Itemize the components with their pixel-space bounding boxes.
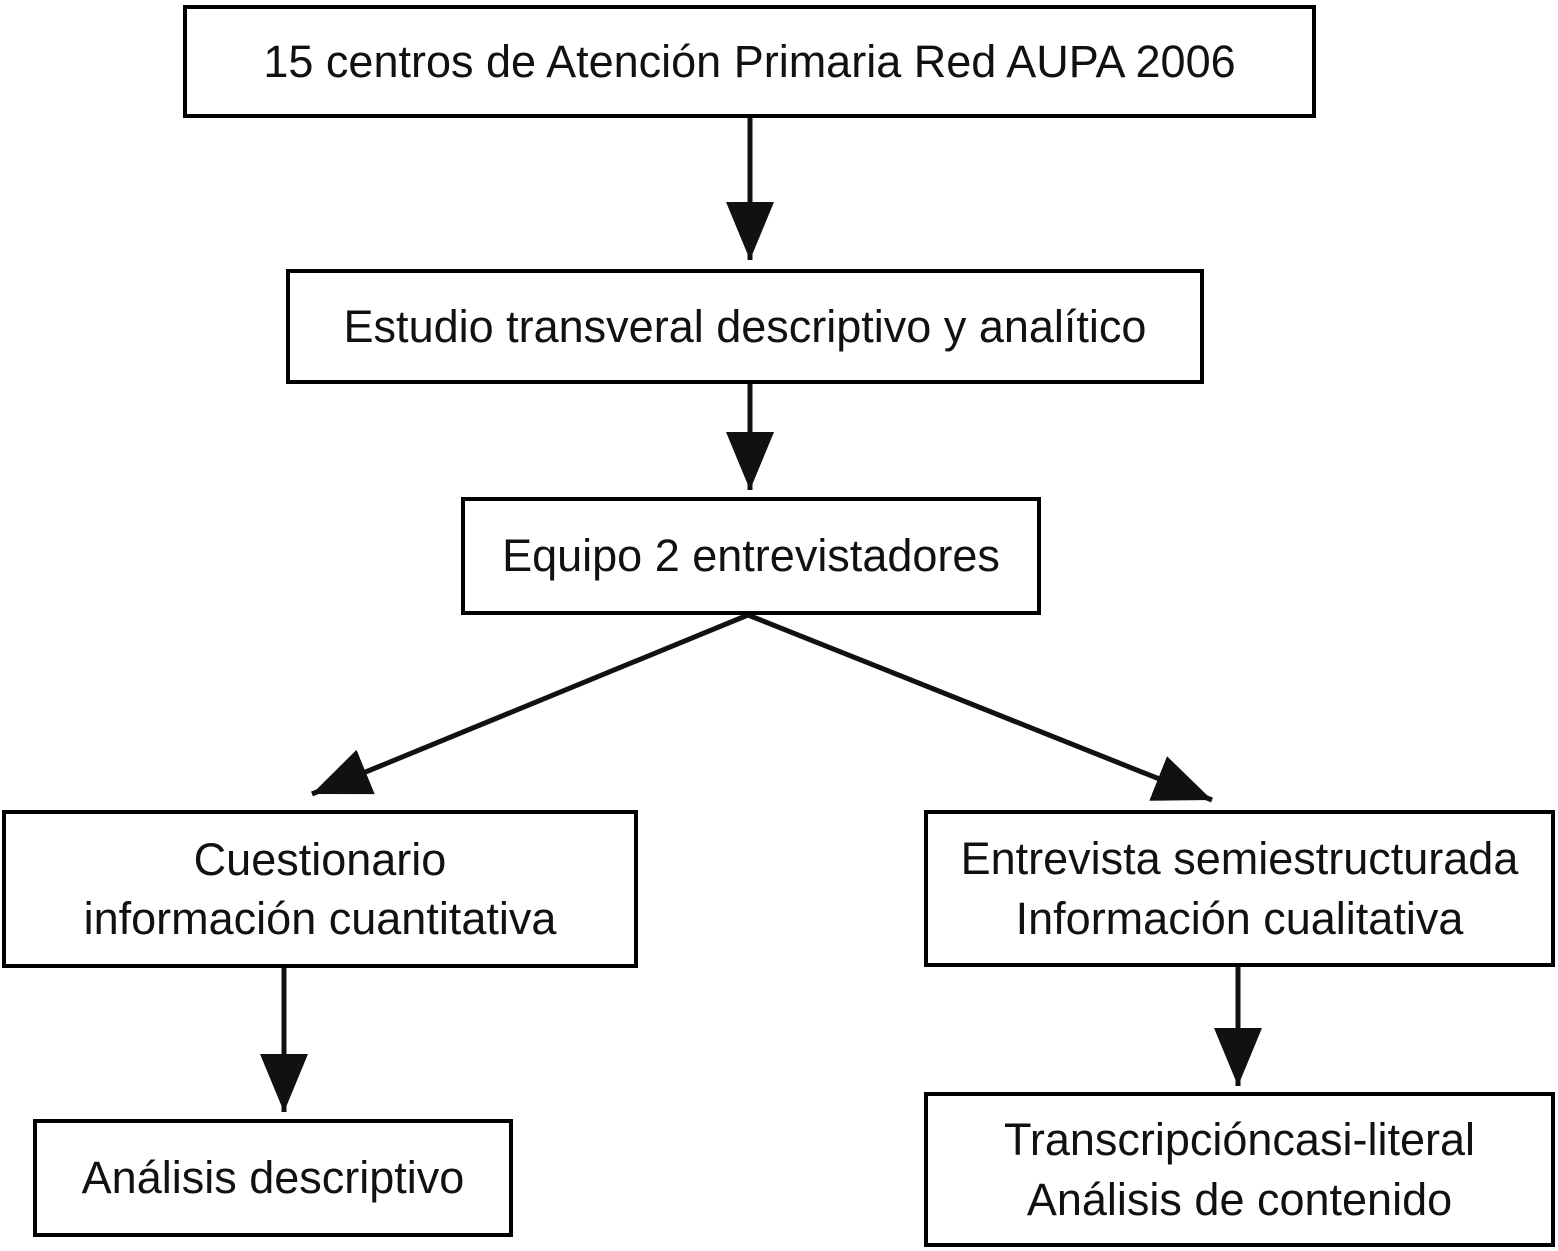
node-cuestionario-label: Cuestionario información cuantitativa bbox=[6, 830, 634, 949]
node-label-line: Estudio transveral descriptivo y analíti… bbox=[343, 300, 1147, 352]
node-label-line: 15 centros de Atención Primaria Red AUPA… bbox=[263, 35, 1236, 87]
node-label-line: Equipo 2 entrevistadores bbox=[502, 530, 1000, 582]
node-estudio-box: Estudio transveral descriptivo y analíti… bbox=[286, 269, 1204, 384]
node-label-line: Análisis descriptivo bbox=[81, 1152, 465, 1204]
node-centros-box: 15 centros de Atención Primaria Red AUPA… bbox=[183, 5, 1316, 118]
node-label-line: Entrevista semiestructurada bbox=[960, 833, 1519, 885]
arrow-equipo-to-cuestionario bbox=[311, 612, 749, 797]
node-analisis-label: Análisis descriptivo bbox=[37, 1148, 509, 1207]
node-estudio-label: Estudio transveral descriptivo y analíti… bbox=[290, 297, 1200, 356]
node-centros-label: 15 centros de Atención Primaria Red AUPA… bbox=[187, 32, 1312, 91]
arrow-equipo-to-entrevista bbox=[747, 612, 1213, 803]
node-label-line: Transcripcióncasi-literal bbox=[1004, 1114, 1475, 1166]
node-equipo-label: Equipo 2 entrevistadores bbox=[465, 526, 1037, 585]
node-label-line: Cuestionario bbox=[193, 833, 447, 885]
node-label-line: información cuantitativa bbox=[83, 893, 557, 944]
node-label-line: Análisis de contenido bbox=[1026, 1173, 1453, 1225]
node-label-line: Información cualitativa bbox=[1015, 892, 1464, 944]
node-cuestionario-box: Cuestionario información cuantitativa bbox=[2, 810, 638, 968]
node-analisis-box: Análisis descriptivo bbox=[33, 1119, 513, 1237]
node-equipo-box: Equipo 2 entrevistadores bbox=[461, 497, 1041, 615]
